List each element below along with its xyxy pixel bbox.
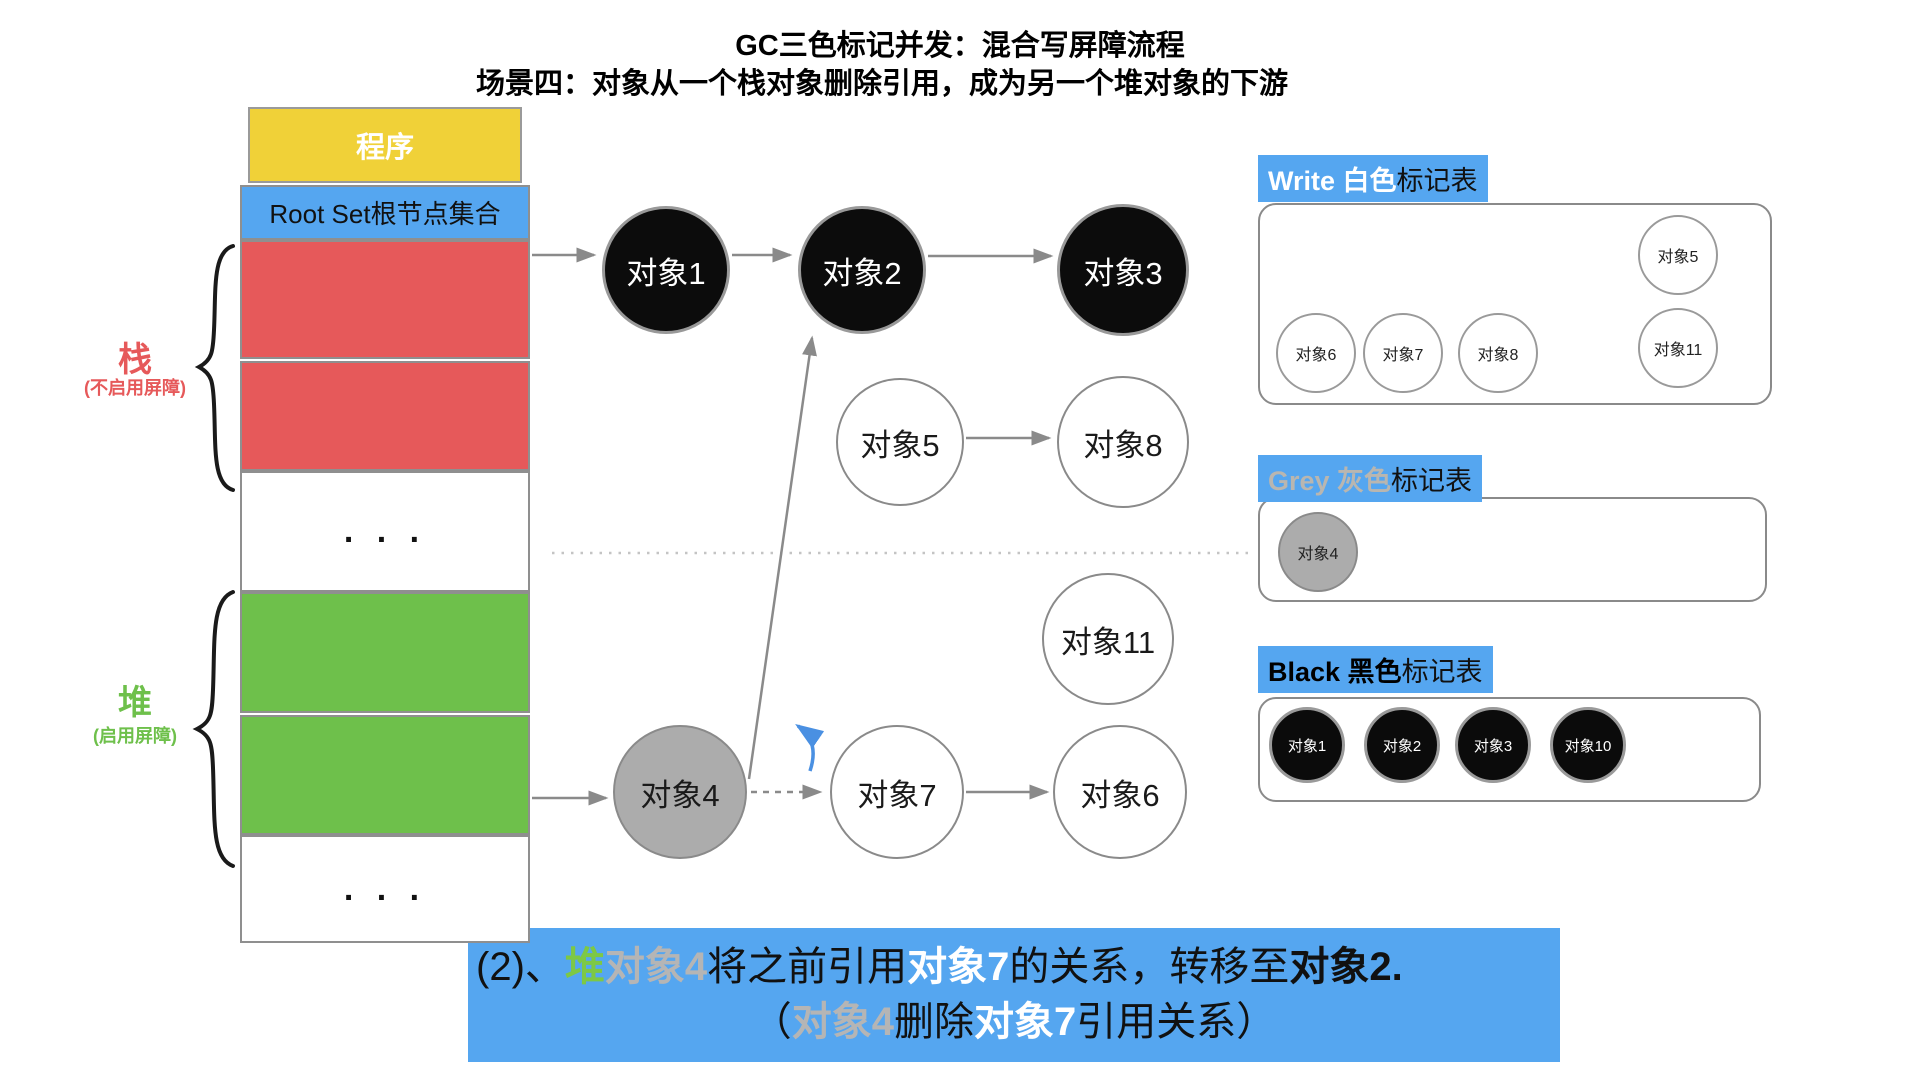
black-table-obj1-label: 对象1 — [1287, 737, 1327, 755]
barrier-curved-arrow — [795, 724, 825, 772]
caption-seg-obj7: 对象7 — [974, 1000, 1077, 1044]
node-obj5-label: 对象5 — [860, 427, 940, 463]
arrow-obj4-to-obj2-new — [747, 335, 817, 780]
caption-seg-obj4: 对象4 — [791, 1000, 894, 1044]
black-table-obj10: 对象10 — [1550, 707, 1626, 783]
heap-slot-2 — [240, 715, 530, 835]
node-obj11-label: 对象11 — [1060, 624, 1156, 660]
caption-line-1: (2)、堆对象4将之前引用对象7的关系，转移至对象2. — [468, 940, 1560, 995]
diagram-subtitle: 场景四：对象从一个栈对象删除引用，成为另一个堆对象的下游 — [475, 68, 1288, 100]
white-table-obj5-label: 对象5 — [1657, 249, 1699, 266]
caption-seg: . — [1391, 944, 1403, 989]
node-obj4: 对象4 — [613, 725, 747, 859]
stack-slot-2 — [240, 361, 530, 471]
program-block: 程序 — [248, 107, 522, 183]
white-table-obj11-label: 对象11 — [1653, 342, 1703, 359]
caption-line-2: （对象4删除对象7引用关系） — [468, 995, 1560, 1050]
caption-banner: (2)、堆对象4将之前引用对象7的关系，转移至对象2. （对象4删除对象7引用关… — [468, 928, 1560, 1062]
black-table-obj1: 对象1 — [1269, 707, 1345, 783]
grey-table-obj4-label: 对象4 — [1297, 546, 1339, 563]
white-table-obj5: 对象5 — [1638, 215, 1718, 295]
caption-seg-heap: 堆 — [564, 944, 605, 989]
caption-seg: 的关系，转移至 — [1009, 944, 1290, 989]
caption-seg: (2)、 — [476, 944, 565, 989]
node-obj1: 对象1 — [602, 206, 730, 334]
heap-note: (启用屏障) — [93, 726, 177, 746]
black-table-obj3: 对象3 — [1455, 707, 1531, 783]
node-obj2: 对象2 — [798, 206, 926, 334]
stack-label: 栈 — [118, 341, 152, 379]
node-obj3-label: 对象3 — [1083, 255, 1163, 291]
white-table-obj7-label: 对象7 — [1382, 347, 1424, 364]
grey-table-obj4: 对象4 — [1278, 512, 1358, 592]
caption-seg: 删除 — [894, 1000, 974, 1044]
black-table-obj3-label: 对象3 — [1473, 737, 1513, 755]
grey-table-header: Grey 灰色标记表 — [1258, 455, 1483, 502]
root-set-block: Root Set根节点集合 — [240, 185, 530, 240]
stack-slot-1 — [240, 240, 530, 359]
memory-gap-top: . . . — [240, 471, 530, 592]
caption-seg-obj7: 对象7 — [907, 944, 1010, 989]
black-table-obj2-label: 对象2 — [1382, 737, 1422, 755]
caption-seg: 引用关系） — [1076, 1000, 1277, 1044]
white-table-obj6: 对象6 — [1276, 313, 1356, 393]
black-table-title-en: Black 黑色 — [1268, 657, 1402, 687]
caption-seg-obj2: 对象2 — [1289, 944, 1392, 989]
stack-brace — [194, 244, 235, 492]
node-obj4-label: 对象4 — [640, 777, 720, 813]
black-table-title-zh: 标记表 — [1401, 657, 1483, 687]
white-table-title-en: Write 白色 — [1268, 166, 1397, 196]
heap-slot-1 — [240, 592, 530, 713]
node-obj11: 对象11 — [1042, 573, 1174, 705]
black-table-obj10-label: 对象10 — [1564, 737, 1612, 755]
node-obj2-label: 对象2 — [822, 255, 902, 291]
memory-gap-bottom: . . . — [240, 835, 530, 943]
node-obj1-label: 对象1 — [626, 255, 706, 291]
node-obj7-label: 对象7 — [857, 777, 937, 813]
stack-note: (不启用屏障) — [84, 378, 186, 398]
white-table-header: Write 白色标记表 — [1258, 155, 1488, 202]
diagram-title: GC三色标记并发：混合写屏障流程 — [735, 30, 1185, 62]
white-table-obj8-label: 对象8 — [1477, 347, 1519, 364]
node-obj3: 对象3 — [1057, 204, 1189, 336]
node-obj6-label: 对象6 — [1080, 777, 1160, 813]
heap-label: 堆 — [118, 684, 152, 722]
node-obj8-label: 对象8 — [1083, 427, 1163, 463]
black-table-header: Black 黑色标记表 — [1258, 646, 1493, 693]
white-table-obj8: 对象8 — [1458, 313, 1538, 393]
caption-seg: （ — [751, 1000, 792, 1044]
white-table-obj7: 对象7 — [1363, 313, 1443, 393]
grey-table-title-en: Grey 灰色 — [1268, 466, 1392, 496]
white-table-title-zh: 标记表 — [1396, 166, 1478, 196]
node-obj7: 对象7 — [830, 725, 964, 859]
grey-table-title-zh: 标记表 — [1391, 466, 1473, 496]
caption-seg: 将之前引用 — [707, 944, 908, 989]
black-table-obj2: 对象2 — [1364, 707, 1440, 783]
white-table-obj11: 对象11 — [1638, 308, 1718, 388]
node-obj6: 对象6 — [1053, 725, 1187, 859]
caption-seg-obj4: 对象4 — [604, 944, 708, 989]
white-table-obj6-label: 对象6 — [1295, 347, 1337, 364]
node-obj5: 对象5 — [836, 378, 964, 506]
node-obj8: 对象8 — [1057, 376, 1189, 508]
